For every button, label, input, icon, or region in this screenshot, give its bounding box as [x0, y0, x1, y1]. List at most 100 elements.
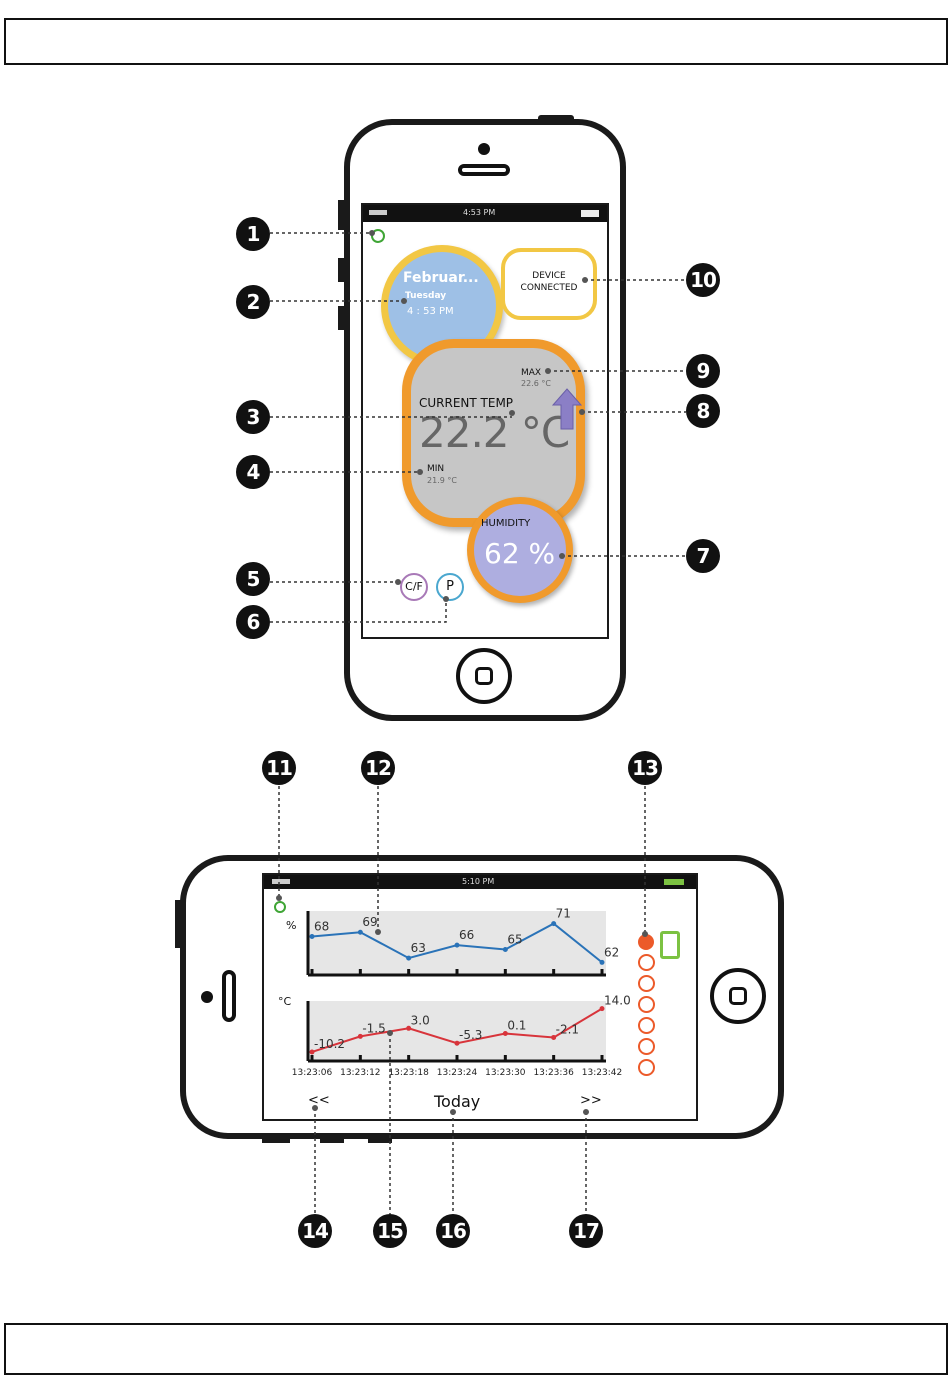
- callout-badge: 11: [262, 751, 296, 785]
- next-day-button[interactable]: >>: [580, 1093, 602, 1108]
- min-value: 21.9 °C: [427, 476, 457, 485]
- callout-badge: 4: [236, 455, 270, 489]
- chart-x-tick-label: 13:23:24: [437, 1068, 478, 1078]
- chart-data-point: [502, 1031, 508, 1037]
- page-dot-active[interactable]: [638, 934, 654, 950]
- humidity-value: 62 %: [484, 537, 556, 570]
- date-month: Februar...: [403, 270, 479, 286]
- current-temp-value: 22.2 °C: [419, 408, 570, 457]
- portrait-screen: 4:53 PM Februar... Tuesday 4 : 53 PM DEV…: [361, 203, 609, 639]
- chart-data-point: [454, 942, 460, 948]
- chart-x-tick-label: 13:23:42: [582, 1068, 622, 1078]
- page-dot[interactable]: [638, 1059, 655, 1076]
- chart-data-point: [309, 1049, 315, 1055]
- speaker-grille: [222, 970, 236, 1022]
- page-dot[interactable]: [638, 954, 655, 971]
- bottom-button: [320, 1137, 344, 1143]
- home-square-icon: [475, 667, 493, 685]
- callout-badge: 7: [686, 539, 720, 573]
- chart-data-point: [406, 1025, 412, 1031]
- callout-badge: 8: [686, 394, 720, 428]
- home-square-icon: [729, 987, 747, 1005]
- side-button: [338, 200, 345, 230]
- bottom-button: [368, 1137, 392, 1143]
- chart-data-label: 62: [604, 945, 619, 959]
- callout-badge: 9: [686, 354, 720, 388]
- max-value: 22.6 °C: [521, 379, 551, 388]
- bottom-button: [262, 1137, 290, 1143]
- status-time: 5:10 PM: [462, 877, 495, 886]
- chart-data-point: [502, 946, 508, 952]
- chart-data-label: -5.3: [459, 1028, 482, 1042]
- chart-x-tick-label: 13:23:36: [533, 1068, 574, 1078]
- chart-x-tick-label: 13:23:18: [388, 1068, 429, 1078]
- header-frame: [4, 18, 948, 65]
- callout-badge: 1: [236, 217, 270, 251]
- callout-badge: 5: [236, 562, 270, 596]
- chart-data-point: [309, 934, 315, 940]
- chart-data-label: -1.5: [362, 1021, 385, 1035]
- speaker-grille: [458, 164, 510, 176]
- callout-badge: 16: [436, 1214, 470, 1248]
- chart-data-label: -10.2: [314, 1037, 345, 1051]
- chart-data-point: [406, 955, 412, 961]
- previous-day-button[interactable]: <<: [308, 1093, 330, 1108]
- page-dot[interactable]: [638, 975, 655, 992]
- device-status-line2: CONNECTED: [520, 283, 578, 293]
- device-link-icon: [660, 931, 680, 959]
- status-time: 4:53 PM: [463, 208, 496, 217]
- page-dot[interactable]: [638, 1017, 655, 1034]
- page-dot[interactable]: [638, 996, 655, 1013]
- today-button[interactable]: Today: [434, 1092, 481, 1111]
- front-camera-icon: [478, 143, 490, 155]
- battery-icon: [581, 210, 599, 217]
- callout-badge: 17: [569, 1214, 603, 1248]
- p-button[interactable]: P: [436, 573, 464, 601]
- signal-icon: [369, 210, 387, 215]
- status-bar: 5:10 PM: [264, 875, 696, 889]
- connection-link-icon: [274, 901, 286, 913]
- chart-data-point: [599, 1006, 605, 1012]
- chart-plot-area: [308, 1001, 606, 1061]
- trend-up-arrow-icon: [551, 388, 583, 430]
- humidity-axis-unit: %: [286, 919, 297, 932]
- temp-axis-unit: °C: [278, 995, 292, 1008]
- home-button[interactable]: [456, 648, 512, 704]
- device-status-line1: DEVICE: [532, 271, 566, 281]
- current-temp-label: CURRENT TEMP: [419, 396, 514, 410]
- chart-data-point: [551, 1034, 557, 1040]
- signal-icon: [272, 879, 290, 884]
- chart-data-label: 3.0: [411, 1013, 430, 1027]
- chart-data-label: 66: [459, 928, 474, 942]
- chart-x-tick-label: 13:23:30: [485, 1068, 526, 1078]
- chart-x-tick-label: 13:23:12: [340, 1068, 380, 1078]
- date-day: Tuesday: [405, 291, 447, 301]
- device-status-bubble: [501, 248, 597, 320]
- chart-data-point: [551, 921, 557, 927]
- front-camera-icon: [201, 991, 213, 1003]
- side-button: [338, 258, 345, 282]
- humidity-bubble: [467, 497, 573, 603]
- chart-data-label: 69: [362, 915, 377, 929]
- callout-badge: 6: [236, 605, 270, 639]
- humidity-label: HUMIDITY: [481, 518, 531, 529]
- max-label: MAX: [521, 368, 542, 378]
- chart-data-label: -2.1: [556, 1022, 579, 1036]
- status-bar: 4:53 PM: [363, 205, 607, 222]
- chart-data-label: 63: [411, 941, 426, 955]
- chart-data-point: [599, 959, 605, 965]
- chart-data-point: [357, 929, 363, 935]
- callout-badge: 15: [373, 1214, 407, 1248]
- chart-data-label: 65: [507, 932, 522, 946]
- unit-toggle-button[interactable]: C/F: [400, 573, 428, 601]
- callout-badge: 14: [298, 1214, 332, 1248]
- chart-data-label: 71: [556, 907, 571, 921]
- callout-badge: 3: [236, 400, 270, 434]
- home-button[interactable]: [710, 968, 766, 1024]
- chart-data-point: [454, 1040, 460, 1046]
- date-time: 4 : 53 PM: [407, 306, 454, 317]
- page-dot[interactable]: [638, 1038, 655, 1055]
